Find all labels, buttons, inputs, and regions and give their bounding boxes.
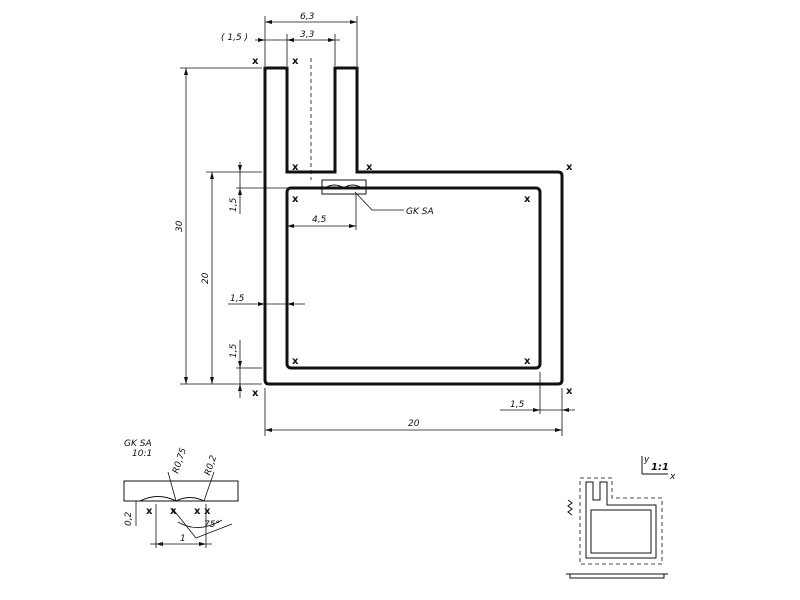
marker-cross: x	[204, 506, 211, 517]
detail-scale: 10:1	[132, 449, 152, 459]
marker-cross: x	[292, 56, 299, 67]
marker-cross: x	[292, 356, 299, 367]
dim-width-top: 6,3	[300, 12, 315, 22]
detail-angle: 75°	[204, 520, 220, 530]
marker-cross: x	[366, 162, 373, 173]
thumbnail-profile	[585, 481, 657, 559]
detail-spacing: 1	[180, 534, 186, 544]
marker-cross: x	[292, 194, 299, 205]
dim-gap-paren: ( 1,5 )	[221, 33, 248, 43]
dim-wall-side: 1,5	[230, 294, 245, 304]
dim-inner-top: 3,3	[300, 30, 315, 40]
scale-thumbnail: y 1:1 x	[566, 455, 676, 579]
thumbnail-chamber	[590, 509, 652, 554]
notch-curve	[324, 184, 363, 189]
dimension-lines: 6,3 ( 1,5 ) 3,3 30 20 1,5 1,5	[175, 12, 575, 436]
main-profile	[263, 58, 564, 386]
marker-cross: x	[252, 56, 259, 67]
marker-cross: x	[146, 506, 153, 517]
marker-cross: x	[170, 506, 177, 517]
axis-y-label: y	[643, 455, 650, 465]
detail-view: GK SA 10:1 R0,75 R0,2 0,2 1 75° x x x x	[123, 439, 239, 548]
dim-height-total: 30	[175, 220, 185, 232]
marker-cross: x	[566, 386, 573, 397]
detail-radius-1: R0,75	[171, 447, 189, 475]
detail-depth: 0,2	[124, 511, 134, 526]
profile-inner-chamber	[285, 186, 542, 370]
marker-cross: x	[194, 506, 201, 517]
thumbnail-wave	[567, 499, 573, 516]
profile-outer-contour	[263, 66, 564, 386]
detail-groove	[139, 496, 205, 502]
cross-markers: x x x x x x x x x x x	[252, 56, 573, 399]
marker-cross: x	[524, 194, 531, 205]
dim-height-box: 20	[201, 272, 211, 284]
marker-cross: x	[252, 388, 259, 399]
marker-cross: x	[566, 162, 573, 173]
scale-label: 1:1	[651, 462, 669, 473]
detail-bar	[123, 480, 239, 502]
marker-cross: x	[524, 356, 531, 367]
dim-wall-left-upper: 1,5	[229, 197, 239, 212]
axis-x-label: x	[669, 472, 676, 482]
dim-wall-left-lower: 1,5	[229, 343, 239, 358]
dim-width-bottom: 20	[408, 419, 420, 429]
gk-callout-label: GK SA	[406, 207, 434, 217]
notch-box	[321, 179, 367, 195]
dim-notch-offset: 4,5	[312, 215, 327, 225]
detail-title: GK SA	[124, 439, 152, 449]
marker-cross: x	[292, 162, 299, 173]
dim-wall-right: 1,5	[510, 400, 525, 410]
thumbnail-outline	[579, 477, 663, 565]
detail-radius-2: R0,2	[203, 454, 219, 477]
